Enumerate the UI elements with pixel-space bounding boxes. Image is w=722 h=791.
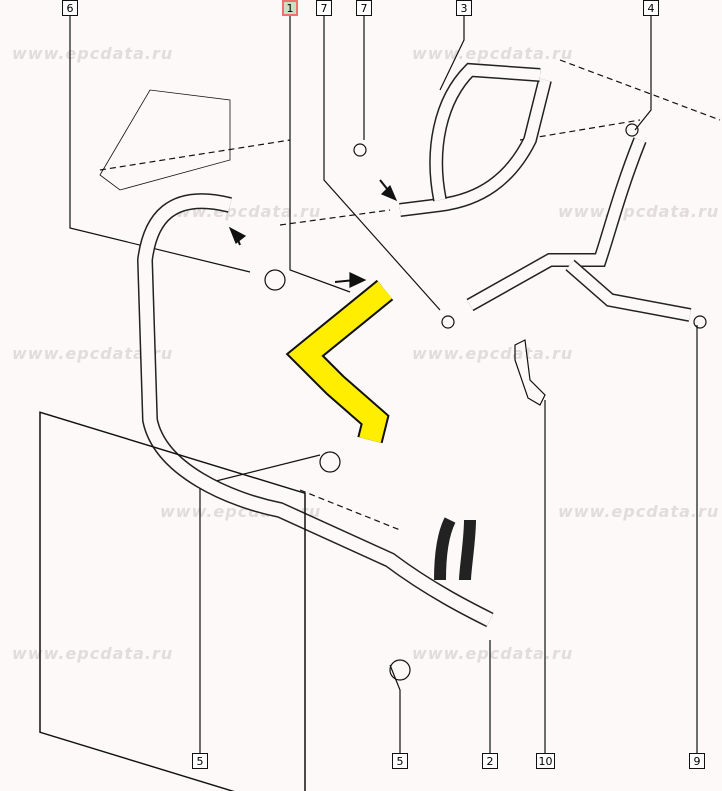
- callout-10[interactable]: 10: [536, 753, 555, 769]
- leader-6: [69, 14, 251, 273]
- callout-5[interactable]: 5: [192, 753, 208, 769]
- leader-7a: [323, 14, 441, 311]
- callout-3[interactable]: 3: [456, 0, 472, 16]
- callout-1-selected[interactable]: 1: [282, 0, 298, 16]
- watermark: www.epcdata.ru: [12, 644, 174, 663]
- watermark: www.epcdata.ru: [558, 202, 720, 221]
- callout-5[interactable]: 5: [392, 753, 408, 769]
- watermark: www.epcdata.ru: [412, 644, 574, 663]
- callout-4[interactable]: 4: [643, 0, 659, 16]
- callout-2[interactable]: 2: [482, 753, 498, 769]
- watermark: www.epcdata.ru: [12, 44, 174, 63]
- callout-7[interactable]: 7: [356, 0, 372, 16]
- leader-5b: [389, 664, 401, 755]
- callout-7[interactable]: 7: [316, 0, 332, 16]
- leader-4: [634, 14, 652, 131]
- watermark: www.epcdata.ru: [412, 44, 574, 63]
- callout-9[interactable]: 9: [689, 753, 705, 769]
- watermark: www.epcdata.ru: [412, 344, 574, 363]
- callout-6[interactable]: 6: [62, 0, 78, 16]
- leader-1: [289, 14, 351, 293]
- watermark: www.epcdata.ru: [558, 502, 720, 521]
- leader-3: [439, 14, 465, 91]
- watermark: www.epcdata.ru: [12, 344, 174, 363]
